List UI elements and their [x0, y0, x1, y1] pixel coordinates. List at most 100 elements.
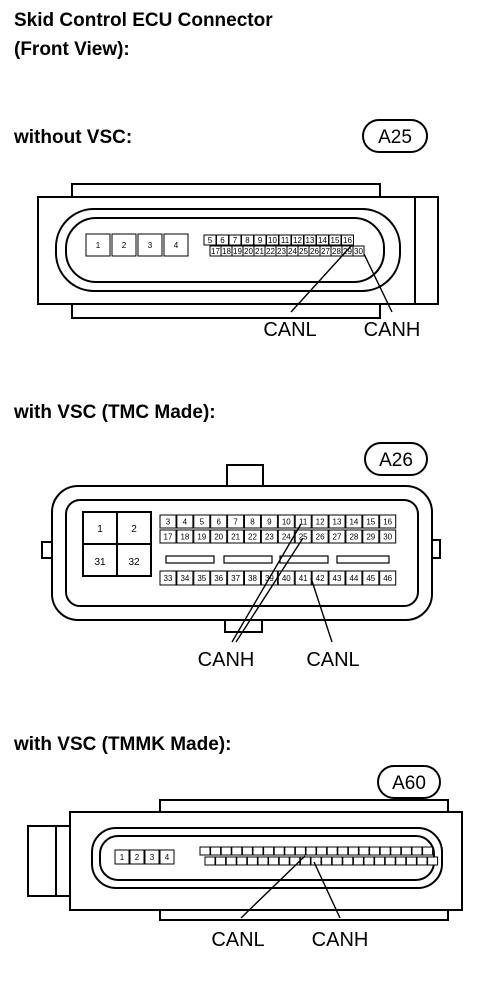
a26-pin-22: 22: [248, 533, 257, 542]
a60-bottom-pin-19-cell: [395, 856, 407, 866]
section-heading-with-vsc-tmc: with VSC (TMC Made):: [13, 402, 216, 423]
a60-pin-3: 3: [150, 853, 155, 862]
a26-pin-44-cell: [345, 570, 363, 586]
a26-pin-46-cell: [379, 570, 397, 586]
a26-pin-4-cell: [176, 514, 194, 529]
a26-pin-40-cell: [277, 570, 295, 586]
a25-pin-5: 5: [208, 236, 213, 245]
a26-pin-21: 21: [231, 533, 240, 542]
a25-pin-13: 13: [306, 236, 315, 245]
a26-pin-3: 3: [166, 518, 171, 527]
a60-top-pin-22-cell: [422, 846, 434, 856]
a60-top-pin-14-cell: [337, 846, 349, 856]
a26-pin-25-cell: [294, 529, 312, 544]
connector-code-a60: A60: [392, 773, 426, 794]
a60-top-pin-19-cell: [390, 846, 402, 856]
a26-pin-7: 7: [233, 518, 238, 527]
a60-bottom-pin-2-cell: [215, 856, 227, 866]
a60-pin-2-cell: [129, 849, 145, 865]
a25-pin-16: 16: [343, 236, 352, 245]
a26-pin-15-cell: [362, 514, 380, 529]
a60-top-pin-11-cell: [305, 846, 317, 856]
a60-top-pin-8-cell: [273, 846, 285, 856]
a60-bottom-pin-13-cell: [331, 856, 343, 866]
a60-pin-1: 1: [120, 853, 125, 862]
a60-canh-label: CANH: [312, 929, 369, 951]
a60-top-pin-2-cell: [210, 846, 222, 856]
a26-lead-lines: [231, 523, 333, 643]
a60-top-pin-6-cell: [252, 846, 264, 856]
a26-pin-37: 37: [231, 574, 240, 583]
section-heading-with-vsc-tmmk: with VSC (TMMK Made):: [13, 734, 231, 755]
a25-pin-6: 6: [220, 236, 225, 245]
a26-pin-9: 9: [267, 518, 272, 527]
a60-top-pin-1-cell: [199, 846, 211, 856]
a26-pin-12: 12: [316, 518, 325, 527]
a26-pin-6-cell: [210, 514, 228, 529]
a25-pin-19: 19: [233, 247, 242, 256]
a26-pin-26-cell: [311, 529, 329, 544]
a26-pin-36-cell: [210, 570, 228, 586]
a60-top-pin-17-cell: [369, 846, 381, 856]
a26-pin-14: 14: [349, 518, 358, 527]
a60-bottom-pin-20-cell: [405, 856, 417, 866]
a60-bottom-pin-8-cell: [278, 856, 290, 866]
a60-bottom-pin-14-cell: [342, 856, 354, 866]
connector-code-badge-a26: A26: [364, 442, 428, 476]
a25-pin-23: 23: [277, 247, 286, 256]
a60-bottom-pin-22-cell: [427, 856, 439, 866]
a60-top-pin-9-cell: [284, 846, 296, 856]
a26-pin-46: 46: [383, 574, 392, 583]
a60-bottom-pin-5-cell: [246, 856, 258, 866]
a25-pin-30: 30: [354, 247, 363, 256]
a26-pin-22-cell: [244, 529, 261, 544]
a60-pin-4-cell: [159, 849, 175, 865]
a60-top-pin-13-cell: [326, 846, 338, 856]
a26-pin-10: 10: [282, 518, 291, 527]
section-heading-without-vsc: without VSC:: [13, 127, 132, 148]
a26-pin-43: 43: [333, 574, 342, 583]
a60-bottom-pin-15-cell: [352, 856, 364, 866]
a26-pin-38-cell: [244, 570, 261, 586]
a25-pin-26: 26: [310, 247, 319, 256]
a25-pin-9: 9: [258, 236, 263, 245]
a25-pin-4-cell: [163, 233, 189, 257]
a25-pin-24: 24: [288, 247, 297, 256]
a26-pin-5: 5: [200, 518, 205, 527]
a60-top-pin-18-cell: [379, 846, 391, 856]
connector-a26: [41, 464, 441, 633]
a26-pin-25: 25: [299, 533, 308, 542]
a25-pin-22: 22: [266, 247, 275, 256]
a26-pin-20: 20: [214, 533, 223, 542]
a26-pin-11: 11: [299, 518, 308, 527]
a25-pin-3-cell: [137, 233, 163, 257]
a26-pin-13-cell: [328, 514, 346, 529]
connector-code-a25: A25: [378, 127, 412, 148]
a25-canl-label: CANL: [263, 319, 316, 341]
a25-pin-1: 1: [96, 241, 101, 250]
a26-pin-28-cell: [345, 529, 363, 544]
a60-bottom-pin-7-cell: [268, 856, 280, 866]
a25-pin-28: 28: [332, 247, 341, 256]
a25-pin-21: 21: [255, 247, 264, 256]
a26-pin-38: 38: [248, 574, 257, 583]
a26-pin-21-cell: [227, 529, 245, 544]
a26-pin-17: 17: [164, 533, 173, 542]
a26-pin-2: 2: [131, 524, 137, 535]
a25-pin-25: 25: [299, 247, 308, 256]
a26-pin-27: 27: [333, 533, 342, 542]
a60-top-pin-4-cell: [231, 846, 243, 856]
a25-pin-20: 20: [244, 247, 253, 256]
a25-pin-10: 10: [268, 236, 277, 245]
a60-top-pin-12-cell: [316, 846, 328, 856]
a25-pin-4: 4: [174, 241, 179, 250]
a26-canl-label: CANL: [306, 649, 359, 671]
connector-code-badge-a25: A25: [362, 119, 428, 153]
a25-pin-1-cell: [85, 233, 111, 257]
a26-pin-37-cell: [227, 570, 245, 586]
a60-top-pin-21-cell: [411, 846, 423, 856]
a60-top-pin-15-cell: [347, 846, 359, 856]
a26-pin-18-cell: [176, 529, 194, 544]
a26-pin-17-cell: [159, 529, 177, 544]
a26-pin-45-cell: [362, 570, 380, 586]
